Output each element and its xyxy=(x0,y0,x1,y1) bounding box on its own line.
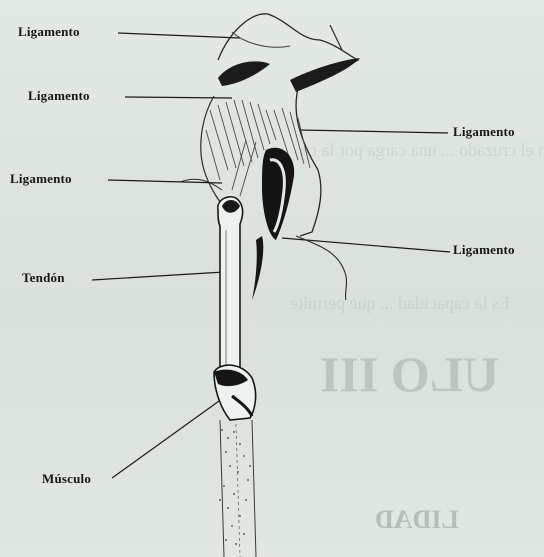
label-ligamento-1: Ligamento xyxy=(18,24,80,40)
lower-leg-left xyxy=(220,420,224,557)
tendon-shaft xyxy=(218,197,243,372)
leader-line-ligamento-1 xyxy=(118,33,240,38)
leader-lines xyxy=(92,33,450,478)
leader-line-ligamento-2 xyxy=(125,97,232,98)
condyle-right xyxy=(290,58,360,92)
label-musculo: Músculo xyxy=(42,471,91,487)
label-ligamento-2: Ligamento xyxy=(28,88,90,104)
label-ligamento-5: Ligamento xyxy=(453,242,515,258)
calf-outline xyxy=(296,236,347,300)
label-ligamento-4: Ligamento xyxy=(10,171,72,187)
femur-contour xyxy=(232,32,290,47)
lower-leg-right xyxy=(252,420,256,557)
label-ligamento-3: Ligamento xyxy=(453,124,515,140)
leader-line-tendon xyxy=(92,272,224,280)
leader-line-musculo xyxy=(112,396,226,478)
label-tendon: Tendón xyxy=(22,270,65,286)
knee-drawing xyxy=(180,14,360,557)
muscle-stipple xyxy=(219,429,251,545)
ligament-hatching xyxy=(206,100,310,196)
leader-line-ligamento-3 xyxy=(300,130,448,133)
condyle-left xyxy=(218,61,270,86)
tibia-plateau-curve xyxy=(180,179,222,190)
fibula-head xyxy=(252,236,263,300)
